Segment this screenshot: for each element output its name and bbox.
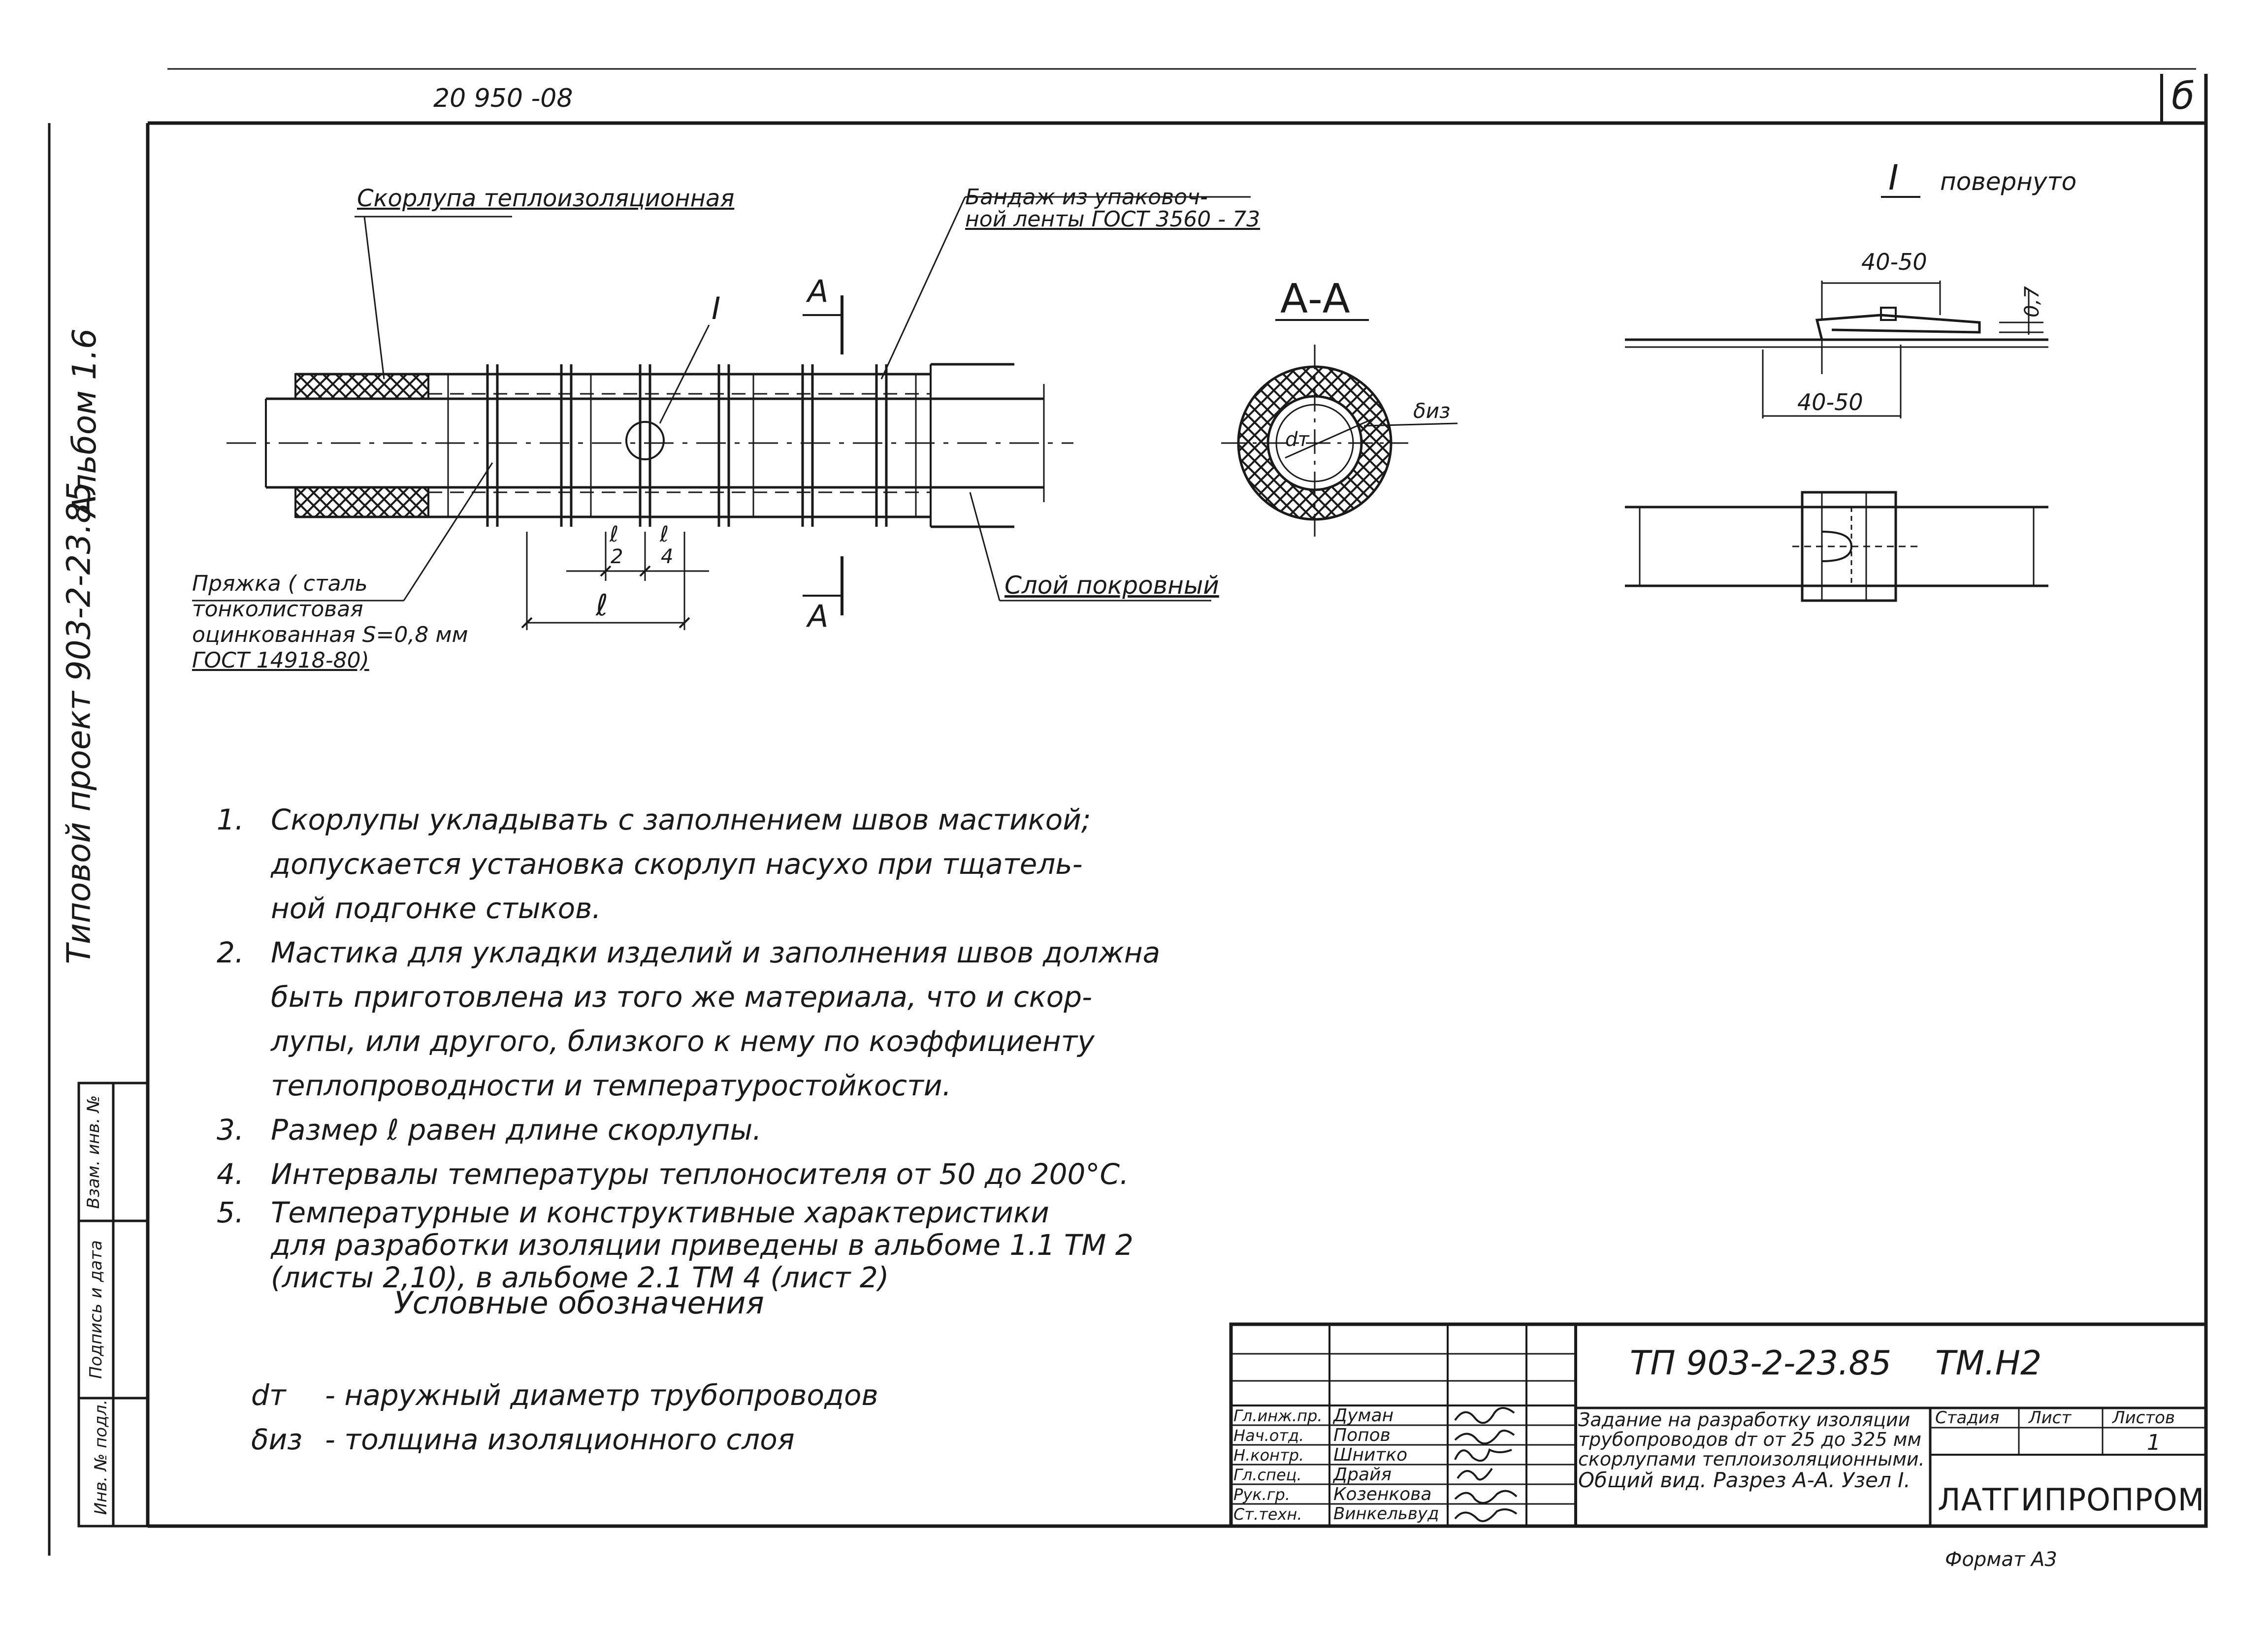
detail-caption: повернуто <box>1940 167 2077 196</box>
dim-l2-den: 2 <box>611 545 623 568</box>
tb-sheets-value: 1 <box>2147 1430 2161 1455</box>
tb-sheet-label: Лист <box>2029 1408 2072 1428</box>
dim-l4-num: ℓ <box>660 522 669 547</box>
note-2-line2: быть приготовлена из того же материала, … <box>271 980 1093 1014</box>
dim-l2-num: ℓ <box>610 522 619 547</box>
stamp-cell-inv: Инв. № подл. <box>91 1399 111 1515</box>
biz-label: δиз <box>1413 399 1451 423</box>
tb-sheets-label: Листов <box>2112 1408 2175 1428</box>
tb-desc-4: Общий вид. Разрез А-А. Узел I. <box>1578 1468 1911 1492</box>
stamp-cell-sign: Подпись и дата <box>86 1240 106 1379</box>
sheet-frame <box>48 68 2208 1556</box>
cover-layer-label: Слой покровный <box>1004 571 1219 600</box>
detail-dim-side: 0,7 <box>2020 286 2043 318</box>
format-label: Формат А3 <box>1945 1548 2057 1571</box>
detail-dim-top: 40-50 <box>1861 249 1927 275</box>
tb-stage-label: Стадия <box>1935 1408 2000 1428</box>
buckle-label-line3: оцинкованная S=0,8 мм <box>192 622 468 647</box>
pipe-view <box>192 196 1251 630</box>
side-stamp <box>77 1082 149 1528</box>
note-2-line4: теплопроводности и температуростойкости. <box>271 1069 952 1102</box>
detail-dim-bottom: 40-50 <box>1797 389 1863 415</box>
tb-role-3: Н.контр. <box>1233 1446 1304 1465</box>
detail-mark: I <box>1888 158 1899 198</box>
tb-org: ЛАТГИПРОПРОМ <box>1938 1482 2205 1518</box>
note-5-line1: Температурные и конструктивные характери… <box>271 1196 1049 1229</box>
tb-desc-2: трубопроводов dт от 25 до 325 мм <box>1578 1429 1922 1450</box>
legend-text-dm: - наружный диаметр трубопроводов <box>325 1378 878 1412</box>
tb-name-2: Попов <box>1333 1425 1391 1445</box>
buckle-label-line2: тонколистовая <box>192 597 363 622</box>
tb-role-6: Ст.техн. <box>1233 1505 1302 1524</box>
buckle-label-line4: ГОСТ 14918-80) <box>192 648 369 673</box>
note-2-num: 2. <box>217 936 244 969</box>
sheet-mark: б <box>2171 74 2195 118</box>
note-5-num: 5. <box>217 1196 244 1229</box>
tb-role-1: Гл.инж.пр. <box>1233 1406 1323 1425</box>
note-1-line3: ной подгонке стыков. <box>271 892 601 925</box>
notes-block: 1. Скорлупы укладывать с заполнением швов… <box>217 798 1300 1294</box>
section-a-a <box>1221 319 1458 537</box>
shell-label: Скорлупа теплоизоляционная <box>357 185 735 212</box>
doc-code: 20 950 -08 <box>433 84 573 113</box>
tb-code: ТП 903-2-23.85 <box>1630 1344 1892 1383</box>
tb-desc-3: скорлупами теплоизоляционными. <box>1578 1448 1925 1470</box>
dim-l: ℓ <box>596 588 608 623</box>
note-1-line1: Скорлупы укладывать с заполнением швов м… <box>271 803 1091 836</box>
tb-role-4: Гл.спец. <box>1233 1466 1302 1484</box>
node-mark: I <box>712 290 721 326</box>
note-4-num: 4. <box>217 1157 244 1191</box>
legend-sym-dm: dт <box>251 1378 286 1412</box>
note-3-line1: Размер ℓ равен длине скорлупы. <box>271 1113 762 1147</box>
title-block-grid <box>1229 1322 2208 1528</box>
dim-l4-den: 4 <box>661 545 674 568</box>
note-3-num: 3. <box>217 1113 244 1147</box>
legend-title: Условные обозначения <box>394 1285 764 1321</box>
tb-name-6: Винкельвуд <box>1333 1504 1439 1524</box>
buckle-label-line1: Пряжка ( сталь <box>192 571 368 596</box>
note-2-line1: Мастика для укладки изделий и заполнения… <box>271 936 1161 969</box>
tb-name-5: Козенкова <box>1333 1484 1432 1504</box>
dm-label: dт <box>1285 428 1309 451</box>
stamp-cell-vzam: Взам. инв. № <box>84 1095 103 1209</box>
detail-node-i <box>1625 196 2048 602</box>
tb-name-1: Думан <box>1333 1405 1394 1426</box>
legend-text-biz: - толщина изоляционного слоя <box>325 1423 795 1456</box>
section-mark-top: А <box>808 273 829 309</box>
note-1-num: 1. <box>217 803 244 836</box>
project-label: Типовой проект 903-2-23.85 <box>60 481 98 964</box>
note-5-line2: для разработки изоляции приведены в альб… <box>271 1228 1134 1262</box>
note-2-line3: лупы, или другого, близкого к нему по ко… <box>271 1024 1095 1058</box>
bandage-label-line2: ной ленты ГОСТ 3560 - 73 <box>965 207 1261 232</box>
note-5-line3: (листы 2,10), в альбоме 2.1 ТМ 4 (лист 2… <box>271 1261 889 1294</box>
tb-name-3: Шнитко <box>1333 1445 1408 1465</box>
note-1-line2: допускается установка скорлуп насухо при… <box>271 847 1083 881</box>
tb-name-4: Драйя <box>1333 1465 1392 1485</box>
tb-mark: ТМ.Н2 <box>1935 1344 2042 1383</box>
tb-role-2: Нач.отд. <box>1233 1426 1304 1445</box>
note-4-line1: Интервалы температуры теплоносителя от 5… <box>271 1157 1129 1191</box>
legend-sym-biz: δиз <box>251 1423 303 1456</box>
section-mark-bottom: А <box>808 598 829 634</box>
tb-desc-1: Задание на разработку изоляции <box>1578 1409 1911 1431</box>
tb-role-5: Рук.гр. <box>1233 1485 1291 1504</box>
section-title: А-А <box>1280 276 1350 322</box>
bandage-label-line1: Бандаж из упаковоч- <box>965 185 1208 210</box>
